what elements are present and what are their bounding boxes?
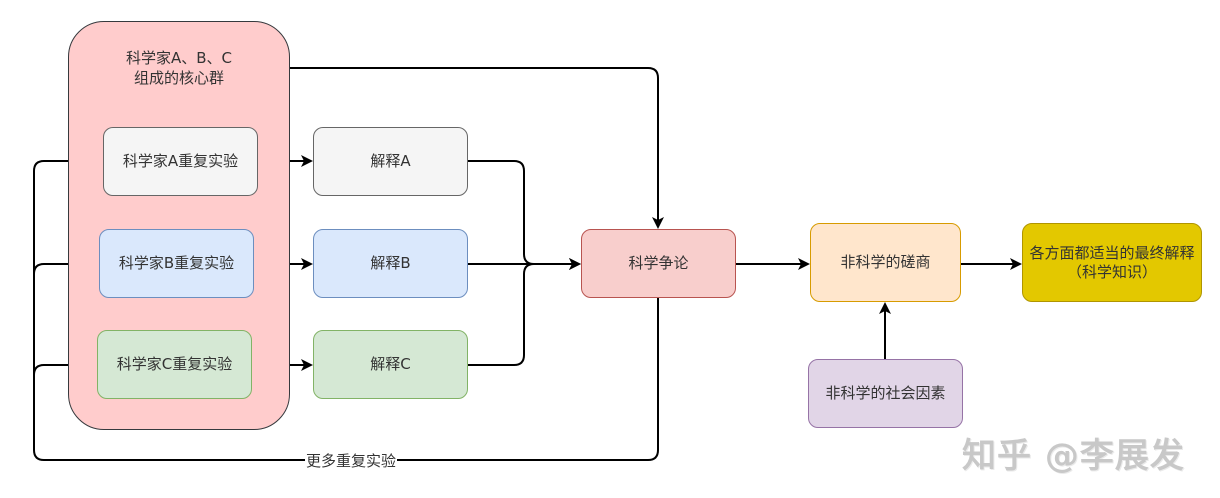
node-scientist-a-experiment[interactable]: 科学家A重复实验 (103, 127, 258, 196)
node-label: 解释A (370, 152, 411, 170)
node-scientist-c-experiment[interactable]: 科学家C重复实验 (97, 330, 252, 399)
watermark: 知乎 @李展发 (962, 436, 1185, 476)
core-group-label: 科学家A、B、C 组成的核心群 (69, 48, 289, 88)
edge-interp-c-to-debate (468, 263, 535, 366)
loop-edge-label: 更多重复实验 (305, 452, 398, 470)
node-label: 科学家C重复实验 (116, 355, 233, 373)
node-label: 解释C (370, 355, 411, 373)
node-scientific-debate[interactable]: 科学争论 (581, 229, 736, 298)
node-label: 科学家A重复实验 (122, 152, 239, 170)
core-group-label-line1: 科学家A、B、C (125, 49, 233, 67)
edge-interp-a-to-debate (468, 160, 581, 270)
node-non-scientific-negotiation[interactable]: 非科学的磋商 (810, 223, 961, 302)
node-label: 解释B (370, 254, 411, 272)
edge-loop-more-experiments (33, 298, 659, 461)
node-label: 非科学的磋商 (840, 253, 931, 271)
node-label: 各方面都适当的最终解释（科学知识） (1029, 243, 1195, 281)
node-interpretation-a[interactable]: 解释A (313, 127, 468, 196)
node-scientist-b-experiment[interactable]: 科学家B重复实验 (99, 229, 254, 298)
node-non-scientific-social-factors[interactable]: 非科学的社会因素 (808, 359, 963, 428)
edge-group-to-debate (248, 67, 664, 229)
node-final-explanation[interactable]: 各方面都适当的最终解释（科学知识） (1022, 223, 1202, 302)
core-group-label-line2: 组成的核心群 (133, 69, 224, 87)
node-label: 科学家B重复实验 (118, 254, 235, 272)
node-label: 科学争论 (628, 254, 689, 272)
edge-loop-to-exp-a (33, 155, 103, 290)
node-label: 非科学的社会因素 (825, 384, 946, 402)
node-interpretation-c[interactable]: 解释C (313, 330, 468, 399)
node-interpretation-b[interactable]: 解释B (313, 229, 468, 298)
